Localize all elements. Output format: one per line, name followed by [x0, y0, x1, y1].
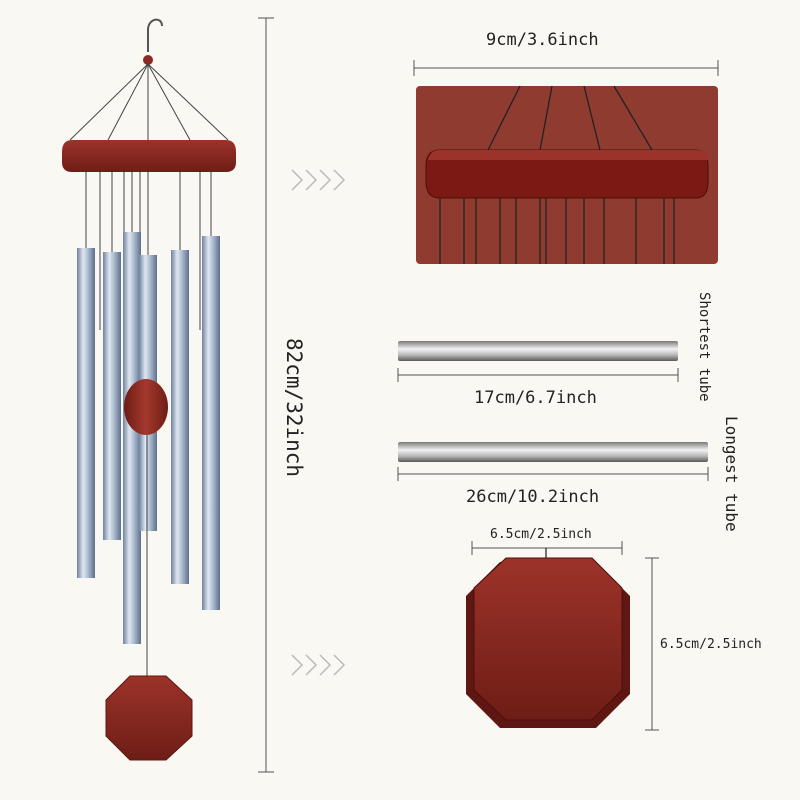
longest-tube [398, 442, 708, 462]
wind-chime [62, 18, 236, 761]
sail-width-dimension-line [471, 541, 623, 555]
longest-tube-caption: Longest tube [722, 416, 741, 532]
tubes [77, 232, 220, 644]
chevron-arrows-icon [291, 654, 346, 676]
hanging-cords [69, 63, 229, 141]
top-bead [143, 55, 153, 65]
tube [171, 250, 189, 584]
striker [124, 379, 168, 435]
longest-tube-length-label: 26cm/10.2inch [466, 487, 600, 507]
sail-width-label: 6.5cm/2.5inch [490, 527, 592, 542]
chevron-arrows-icon [291, 169, 346, 191]
longest-tube-dimension-line [397, 467, 709, 481]
sail-height-label: 6.5cm/2.5inch [660, 637, 762, 652]
ring-closeup [416, 85, 718, 264]
wind-sail-closeup [466, 557, 630, 728]
sail-height-dimension-line [645, 557, 659, 731]
tube [202, 236, 220, 610]
shortest-tube-dimension-line [397, 368, 679, 382]
tube [123, 232, 141, 644]
ring-width-label: 9cm/3.6inch [486, 30, 599, 50]
ring-width-dimension-line [413, 60, 719, 76]
top-ring [62, 140, 236, 172]
total-height-label: 82cm/32inch [282, 338, 306, 478]
total-height-dimension-line [258, 17, 274, 773]
wind-sail [105, 675, 193, 761]
tube [77, 248, 95, 578]
hook-icon [147, 18, 163, 52]
shortest-tube [398, 341, 678, 361]
shortest-tube-length-label: 17cm/6.7inch [474, 388, 597, 408]
tube [103, 252, 121, 540]
shortest-tube-caption: Shortest tube [696, 292, 712, 402]
